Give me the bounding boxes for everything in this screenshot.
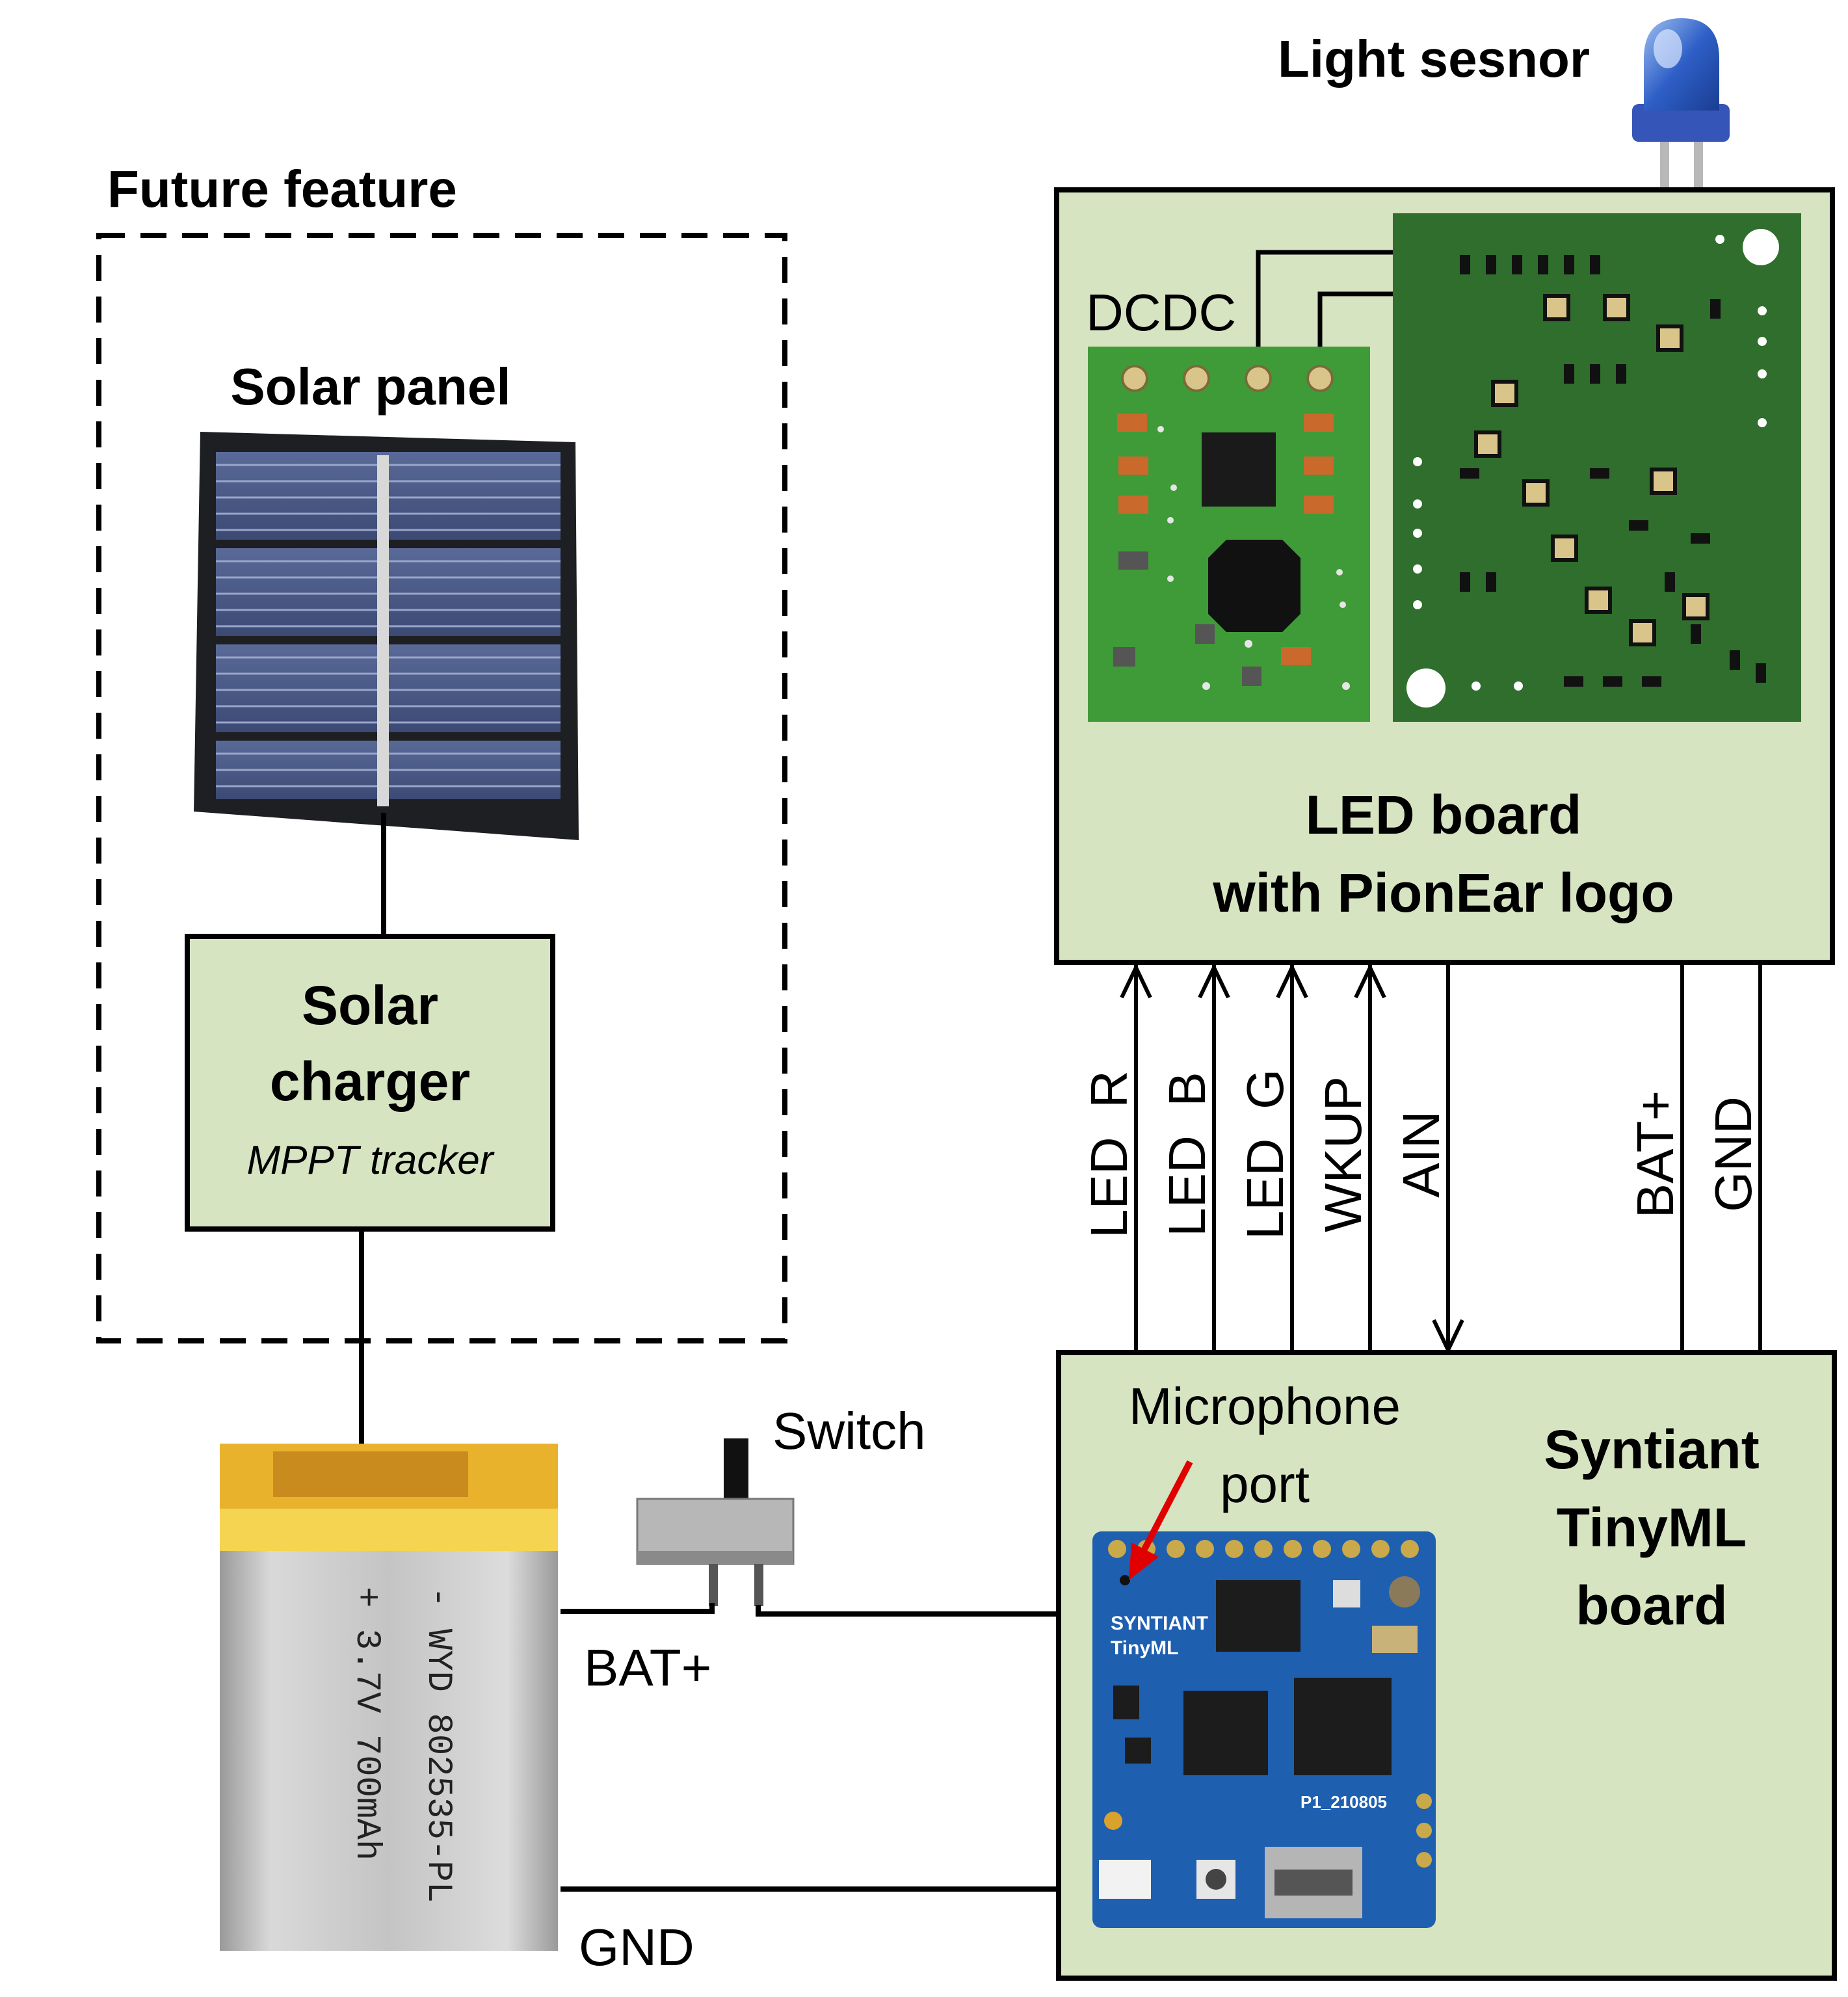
solar-charger-title-1: Solar — [302, 975, 438, 1036]
future-feature-box — [96, 233, 787, 1343]
signal-wkup: WKUP — [1314, 963, 1386, 1353]
signal-label: LED_R — [1080, 1070, 1138, 1238]
gnd-label: GND — [579, 1918, 694, 1976]
solar-charger-title-2: charger — [270, 1051, 470, 1112]
battery-label-print: - WYD 802535-PL + 3.7V 700mAh — [347, 1587, 458, 1903]
signal-label: LED_B — [1158, 1072, 1216, 1236]
signal-lines: LED_R LED_B LED_G WKUP AIN BAT+ GND — [1080, 963, 1762, 1355]
lipo-battery: - WYD 802535-PL + 3.7V 700mAh — [220, 1444, 558, 1951]
syntiant-model-print: TinyML — [1111, 1637, 1178, 1659]
svg-text:- WYD 802535-PL: - WYD 802535-PL — [418, 1587, 458, 1903]
solar-charger-box — [185, 934, 555, 1232]
syntiant-title-2: TinyML — [1557, 1497, 1747, 1558]
svg-text:+ 3.7V 700mAh: + 3.7V 700mAh — [347, 1587, 386, 1860]
signal-led-g: LED_G — [1236, 963, 1308, 1353]
microphone-pointer-arrow — [1129, 1460, 1193, 1580]
signal-ain: AIN — [1392, 965, 1464, 1355]
syntiant-tinyml-pcb: SYNTIANT TinyML P1_210805 — [1092, 1531, 1436, 1928]
syntiant-brand-print: SYNTIANT — [1111, 1613, 1208, 1634]
syntiant-title-1: Syntiant — [1544, 1419, 1759, 1480]
bat-plus-label: BAT+ — [584, 1639, 711, 1697]
wire-switch-to-syntiant — [756, 1605, 1059, 1617]
solar-charger-subtitle: MPPT tracker — [247, 1138, 495, 1183]
syntiant-title-3: board — [1576, 1575, 1727, 1636]
trace-dcdc-2 — [1317, 291, 1393, 347]
dcdc-label: DCDC — [1086, 284, 1236, 341]
signal-led-b: LED_B — [1158, 963, 1230, 1353]
microphone-port-label-1: Microphone — [1129, 1377, 1401, 1435]
signal-led-r: LED_R — [1080, 963, 1152, 1353]
signal-label: AIN — [1392, 1111, 1450, 1197]
slide-switch — [636, 1438, 795, 1606]
led-board-title-1: LED board — [1306, 784, 1582, 845]
trace-dcdc-1 — [1256, 250, 1393, 347]
signal-gnd: GND — [1704, 965, 1762, 1353]
signal-label: GND — [1704, 1096, 1762, 1212]
microphone-port-hole — [1120, 1575, 1130, 1585]
signal-bat-: BAT+ — [1626, 965, 1684, 1353]
solar-panel — [194, 432, 579, 840]
signal-label: BAT+ — [1626, 1091, 1684, 1218]
signal-label: LED_G — [1236, 1069, 1294, 1239]
signal-label: WKUP — [1314, 1076, 1372, 1232]
led-logo-board — [1393, 213, 1801, 722]
light-sensor-led — [1632, 18, 1730, 209]
future-feature-label: Future feature — [107, 160, 457, 218]
light-sensor-label: Light sesnor — [1278, 30, 1590, 88]
wire-bat-plus-to-switch — [561, 1603, 715, 1614]
led-board-title-2: with PionEar logo — [1212, 862, 1674, 923]
dcdc-board — [1088, 347, 1370, 722]
solar-cells — [216, 452, 561, 806]
solar-panel-label: Solar panel — [230, 358, 510, 416]
switch-label: Switch — [772, 1402, 926, 1460]
microphone-port-label-2: port — [1220, 1455, 1310, 1513]
syntiant-revision-print: P1_210805 — [1300, 1792, 1387, 1812]
